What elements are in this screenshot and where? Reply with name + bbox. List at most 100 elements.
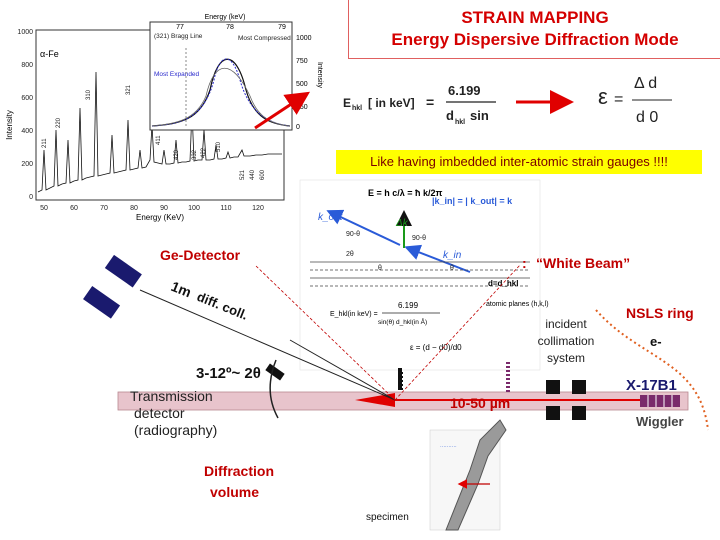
ge-detector	[83, 255, 142, 319]
x-tick: 90	[160, 205, 168, 212]
distance-label: 1m	[169, 278, 194, 300]
top-tick: 77	[176, 24, 184, 31]
schem-d: d=d_hkl	[488, 279, 518, 288]
theta-label: θ	[450, 265, 454, 272]
eq-den-sin: sin	[470, 108, 489, 123]
eq-unit: [ in keV]	[368, 96, 415, 110]
peak-label: 321	[126, 84, 132, 95]
spectrum-plot: 1000 800 600 400 200 0 Intensity 50 60 7…	[5, 14, 323, 222]
theta-label: 90-θ	[346, 231, 360, 238]
transmission-line-1: Transmission	[130, 388, 240, 405]
schem-eps: ε = (d − d0)/d0	[410, 343, 462, 352]
right-tick: 1000	[296, 35, 312, 42]
eq-epsilon: ε	[598, 84, 608, 109]
inset-legend: Most Compressed	[238, 35, 291, 42]
y-tick: 600	[21, 95, 33, 102]
peak-label: 332	[192, 149, 198, 160]
schem-atomic: atomic planes (h,k,l)	[486, 301, 549, 308]
specimen-label: specimen	[366, 512, 409, 523]
eq-equals: =	[426, 94, 434, 110]
transmission-line-2: detector	[130, 405, 240, 422]
peak-label: 220	[56, 117, 62, 128]
white-beam-colon: :	[522, 255, 527, 271]
spectrum-y-label: Intensity	[5, 110, 14, 140]
equations: E hkl [ in keV] = 6.199 d hkl sin ε = Δ …	[343, 75, 672, 126]
schem-e-const: 6.199	[398, 301, 419, 310]
y-tick: 1000	[17, 29, 33, 36]
bragg-schematic: E = h c/λ = ħ k/2π |k_in| = | k_out| = k…	[300, 180, 549, 370]
specimen: ··········	[430, 420, 506, 530]
peak-label: 420	[174, 149, 180, 160]
incident-label-1: incident	[545, 317, 587, 331]
electron-label: e-	[650, 334, 662, 349]
nsls-label: NSLS ring	[626, 305, 694, 321]
eq-eps-equals: =	[614, 91, 623, 108]
x-tick: 80	[130, 205, 138, 212]
x-tick: 100	[188, 205, 200, 212]
schem-e-lhs: E_hkl(in keV) =	[330, 311, 378, 318]
peak-label: 411	[156, 135, 162, 145]
y-tick: 400	[21, 128, 33, 135]
top-tick: 79	[278, 24, 286, 31]
schem-e-den: sin(θ) d_hkl(in Å)	[378, 317, 427, 326]
eq-ehkl: E	[343, 96, 351, 110]
schem-k-eq: |k_in| = | k_out| = k	[432, 196, 513, 206]
x-tick: 60	[70, 205, 78, 212]
y-tick: 0	[29, 194, 33, 201]
x-tick: 120	[252, 205, 264, 212]
peak-label: 310	[86, 89, 92, 100]
schem-dk: Δk	[395, 218, 409, 229]
collimator-slit	[265, 364, 284, 381]
schem-kout: k_out	[318, 212, 344, 223]
transmission-detector-label: Transmission detector (radiography)	[130, 388, 240, 444]
inset-legend: (321) Bragg Line	[154, 33, 203, 40]
svg-text:··········: ··········	[440, 444, 457, 450]
y-tick: 200	[21, 161, 33, 168]
peak-label: 600	[260, 169, 266, 180]
schem-kin: k_in	[443, 250, 462, 261]
eq-const: 6.199	[448, 83, 481, 98]
peak-label: 440	[250, 169, 256, 180]
eq-den: d	[446, 108, 454, 123]
wiggler-label: Wiggler	[636, 414, 684, 429]
x-tick: 50	[40, 205, 48, 212]
incident-label-2: collimation	[538, 334, 595, 348]
peak-label: 211	[42, 138, 48, 148]
right-tick: 750	[296, 58, 308, 65]
beamline-label: X-17B1	[626, 377, 677, 394]
inset-top-label: Energy (keV)	[205, 14, 246, 21]
eq-eps-num: Δ d	[634, 75, 657, 92]
eq-den-sub: hkl	[455, 119, 465, 126]
x-tick: 70	[100, 205, 108, 212]
y-tick: 800	[21, 62, 33, 69]
inset-right-label: Intensity	[316, 62, 323, 89]
spectrum-inset: Energy (keV) 77 78 79 1000 750 500 250 0…	[150, 14, 323, 131]
angle-label: 3-12º~ 2θ	[196, 365, 261, 382]
transmission-line-3: (radiography)	[130, 422, 240, 439]
white-beam-label: “White Beam”	[536, 255, 630, 271]
ge-detector-label: Ge-Detector	[160, 247, 241, 263]
thickness-label: 10-50 µm	[450, 395, 510, 411]
spectrum-x-label: Energy (KeV)	[136, 213, 184, 222]
eq-ehkl-sub: hkl	[352, 105, 362, 112]
theta-label: 2θ	[346, 251, 354, 258]
inset-legend: Most Expanded	[154, 71, 200, 78]
peak-label: 521	[240, 169, 246, 180]
top-tick: 78	[226, 24, 234, 31]
right-tick: 500	[296, 81, 308, 88]
collimator-slit	[398, 368, 402, 390]
incident-label-3: system	[547, 351, 585, 365]
x-tick: 110	[220, 205, 231, 212]
diffraction-label-1: Diffraction	[204, 463, 274, 479]
peak-label: 510	[216, 141, 222, 152]
right-tick: 250	[296, 104, 308, 111]
material-label: α-Fe	[40, 49, 59, 59]
eq-eps-den: d 0	[636, 109, 658, 126]
diffraction-label-2: volume	[210, 484, 259, 500]
nsls-ring-arc	[596, 310, 708, 430]
peak-label: 422	[201, 147, 207, 158]
theta-label: 90-θ	[412, 235, 426, 242]
wiggler	[640, 395, 680, 407]
right-tick: 0	[296, 124, 300, 131]
